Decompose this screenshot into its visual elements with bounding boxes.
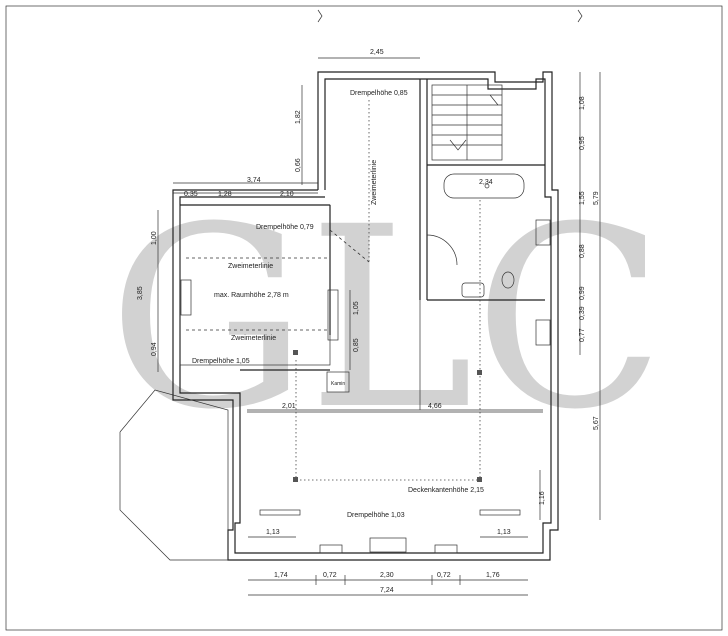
dim-1-05: 1,05: [353, 301, 360, 315]
dim-bottom-2-30: 2,30: [380, 572, 394, 579]
label-drempel-left-bottom: Drempelhöhe 1,05: [192, 358, 250, 365]
dim-0-39: 0,39: [579, 306, 586, 320]
dim-bottom-0-72-b: 0,72: [437, 572, 451, 579]
dim-bottom-0-72-a: 0,72: [323, 572, 337, 579]
dim-2-10: 2,10: [280, 191, 294, 198]
dim-2-45: 2,45: [370, 49, 384, 56]
label-zweimeter-2: Zweimeterlinie: [231, 335, 276, 342]
dim-1-82: 1,82: [295, 110, 302, 124]
pillars: [293, 350, 482, 482]
dim-5-79: 5,79: [593, 191, 600, 205]
dim-2-34: 2,34: [479, 179, 493, 186]
dim-3-74: 3,74: [247, 177, 261, 184]
kamin-label: Kamin: [331, 381, 345, 387]
dim-0-66: 0,66: [295, 158, 302, 172]
dim-1-00: 1,00: [151, 231, 158, 245]
dim-0-99: 0,99: [579, 286, 586, 300]
dim-1-16: 1,16: [539, 491, 546, 505]
exterior-walls: [172, 71, 559, 561]
dim-3-85: 3,85: [137, 286, 144, 300]
scan-mark: [317, 9, 323, 23]
label-deckenkante: Deckenkantenhöhe 2,15: [408, 487, 484, 494]
label-raumhoehe: max. Raumhöhe 2,78 m: [214, 292, 289, 299]
dim-5-67: 5,67: [593, 416, 600, 430]
door-swing: [426, 234, 458, 266]
windows: [180, 219, 551, 554]
label-drempel-left: Drempelhöhe 0,79: [256, 224, 314, 231]
dim-0-88: 0,88: [579, 244, 586, 258]
dim-0-94: 0,94: [151, 342, 158, 356]
reference-lines: [186, 100, 481, 481]
dim-2-01: 2,01: [282, 403, 296, 410]
toilet: [501, 271, 515, 289]
dim-bottom-7-24: 7,24: [380, 587, 394, 594]
dim-1-28: 1,28: [218, 191, 232, 198]
dim-1-13-right: 1,13: [497, 529, 511, 536]
interior-partitions: [247, 79, 545, 411]
dim-0-77: 0,77: [579, 328, 586, 342]
sheet-border: [5, 5, 723, 631]
dim-bottom-1-74: 1,74: [274, 572, 288, 579]
sink: [461, 282, 485, 298]
dim-bottom-1-76: 1,76: [486, 572, 500, 579]
dim-1-08: 1,08: [579, 96, 586, 110]
dim-1-55: 1,55: [579, 191, 586, 205]
dim-0-35: 0,35: [184, 191, 198, 198]
label-drempel-bottom: Drempelhöhe 1,03: [347, 512, 405, 519]
dim-4-66: 4,66: [428, 403, 442, 410]
bathtub: [443, 173, 525, 199]
annex-outline: [119, 389, 229, 561]
label-zweimeter-1: Zweimeterlinie: [228, 263, 273, 270]
label-drempel-top: Drempelhöhe 0,85: [350, 90, 408, 97]
label-zweimeter-vertical: Zweimeterlinie: [371, 160, 378, 205]
staircase: [431, 84, 503, 161]
kamin-box: [326, 371, 350, 393]
bathtub-drain: [484, 183, 490, 189]
scan-mark: [577, 9, 583, 23]
dimension-lines: [157, 57, 601, 596]
dim-0-95: 0,95: [579, 136, 586, 150]
dim-0-85: 0,85: [353, 338, 360, 352]
dim-1-13-left: 1,13: [266, 529, 280, 536]
watermark-glc: GLC: [108, 173, 665, 464]
